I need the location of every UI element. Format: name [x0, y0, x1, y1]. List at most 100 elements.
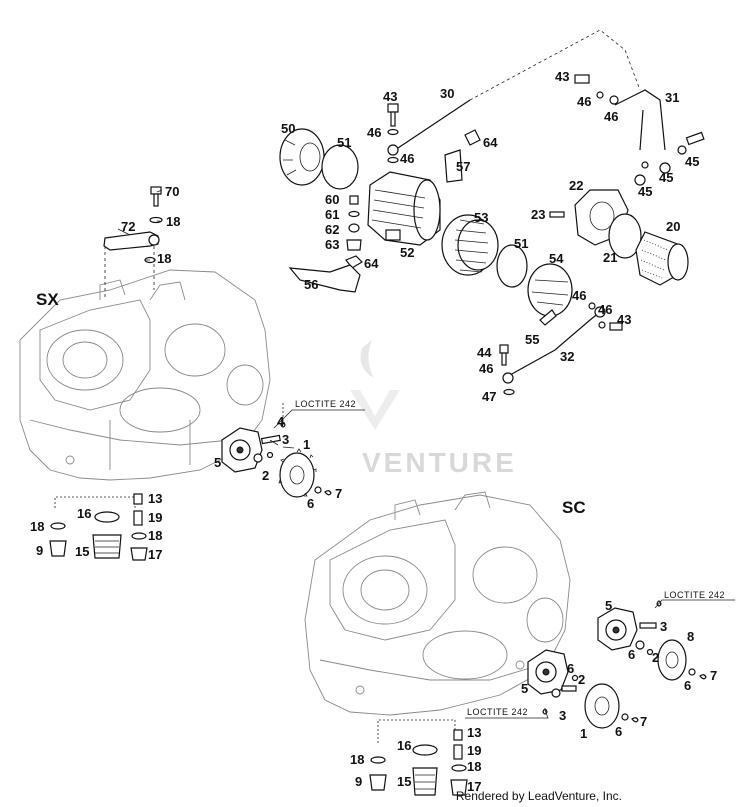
callout-9-sx: 9: [36, 543, 43, 558]
callout-54: 54: [549, 251, 564, 266]
callout-43-top: 43: [555, 69, 569, 84]
section-label-sx: SX: [36, 290, 59, 309]
callout-5-sc-lower: 5: [521, 681, 528, 696]
filter-20: [635, 231, 689, 286]
callout-8: 8: [687, 629, 694, 644]
callout-55: 55: [525, 332, 539, 347]
callout-17-sx: 17: [148, 547, 162, 562]
callout-19-sx: 19: [148, 510, 162, 525]
callout-56: 56: [304, 277, 318, 292]
callout-43-right: 43: [617, 312, 631, 327]
bracket-56: [288, 264, 361, 293]
callout-47: 47: [482, 389, 496, 404]
sc-oil-pump-lower: [527, 649, 639, 729]
callout-17-sc: 17: [467, 779, 481, 794]
callout-6-sc-a: 6: [628, 647, 635, 662]
callout-6-sx: 6: [307, 496, 314, 511]
callout-15-sc: 15: [397, 774, 411, 789]
callout-61: 61: [325, 207, 339, 222]
callout-45-a: 45: [685, 154, 699, 169]
callout-3-sx: 3: [282, 432, 289, 447]
callout-5-sc-upper: 5: [605, 598, 612, 613]
callout-46-b: 46: [400, 151, 414, 166]
callout-31: 31: [665, 90, 679, 105]
callout-3-sc-lower: 3: [559, 708, 566, 723]
callout-7-sc-upper: 7: [710, 668, 717, 683]
callout-16-sc: 16: [397, 738, 411, 753]
callout-43-upper: 43: [383, 89, 397, 104]
oil-line-32: [499, 302, 623, 396]
callout-52: 52: [400, 245, 414, 260]
callout-62: 62: [325, 222, 339, 237]
sc-oil-pump-upper: [597, 600, 707, 681]
callout-4-sx: 4: [277, 414, 285, 429]
callout-30: 30: [440, 86, 454, 101]
callout-13-sc: 13: [467, 725, 481, 740]
callout-64-lower: 64: [364, 256, 379, 271]
callout-9-sc: 9: [355, 774, 362, 789]
oil-line-30: [394, 29, 641, 151]
callout-18-sc-a: 18: [350, 752, 364, 767]
callout-46-f: 46: [598, 302, 612, 317]
render-credit: Rendered by LeadVenture, Inc.: [455, 789, 622, 803]
callout-53: 53: [474, 210, 488, 225]
loctite-note-sc-right: LOCTITE 242: [664, 590, 725, 600]
callout-1-sc: 1: [580, 726, 587, 741]
callout-57: 57: [456, 159, 470, 174]
bracket-64-57: [444, 129, 481, 183]
callout-51-lower: 51: [514, 236, 528, 251]
sx-drain-parts: [49, 493, 148, 561]
callout-63: 63: [325, 237, 339, 252]
callout-2-sx: 2: [262, 468, 269, 483]
callout-64-upper: 64: [483, 135, 498, 150]
screen-54: [527, 263, 573, 326]
callout-5-sx: 5: [214, 455, 221, 470]
callout-7-sc-lower: 7: [640, 714, 647, 729]
sc-drain-parts: [369, 719, 468, 796]
callout-21: 21: [603, 250, 617, 265]
callout-3-sc-upper: 3: [660, 619, 667, 634]
callout-23: 23: [531, 207, 545, 222]
callout-46-d: 46: [604, 109, 618, 124]
callout-45-c: 45: [638, 184, 652, 199]
callout-32: 32: [560, 349, 574, 364]
callout-50: 50: [281, 121, 295, 136]
callout-44: 44: [477, 345, 492, 360]
callout-2-sc-lower: 2: [578, 672, 585, 687]
small-parts-60-63: [345, 195, 363, 269]
callout-18-sx-b: 18: [148, 528, 162, 543]
callout-19-sc: 19: [467, 743, 481, 758]
callout-70: 70: [165, 184, 179, 199]
callout-18-lower: 18: [157, 251, 171, 266]
gasket-51-upper: [321, 144, 359, 190]
leader-lines: [117, 189, 735, 719]
sx-engine-case: [19, 269, 271, 481]
filter-53: [441, 214, 499, 276]
gasket-51-lower: [496, 244, 528, 288]
callout-6-sc-c: 6: [567, 661, 574, 676]
callout-18-upper: 18: [166, 214, 180, 229]
callout-45-b: 45: [659, 170, 673, 185]
callout-13-sx: 13: [148, 491, 162, 506]
gasket-21: [608, 213, 642, 259]
callout-46-a: 46: [367, 125, 381, 140]
sx-oil-pump: [221, 403, 332, 498]
filter-housing-52: [367, 171, 441, 246]
watermark-text: VENTURE: [362, 447, 517, 478]
callout-2-sc-upper: 2: [652, 650, 659, 665]
loctite-note-sx: LOCTITE 242: [295, 399, 356, 409]
callout-51-upper: 51: [337, 135, 351, 150]
callout-6-sc-d: 6: [615, 724, 622, 739]
section-label-sc: SC: [562, 498, 586, 517]
callout-20: 20: [666, 219, 680, 234]
callout-46-e: 46: [572, 288, 586, 303]
callout-46-c: 46: [577, 94, 591, 109]
banjo-bolt-70: [103, 186, 163, 300]
callout-6-sc-b: 6: [684, 678, 691, 693]
callout-1-sx: 1: [303, 437, 310, 452]
callout-72: 72: [121, 219, 135, 234]
callout-18-sc-b: 18: [467, 759, 481, 774]
callout-46-g: 46: [479, 361, 493, 376]
callout-22: 22: [569, 178, 583, 193]
